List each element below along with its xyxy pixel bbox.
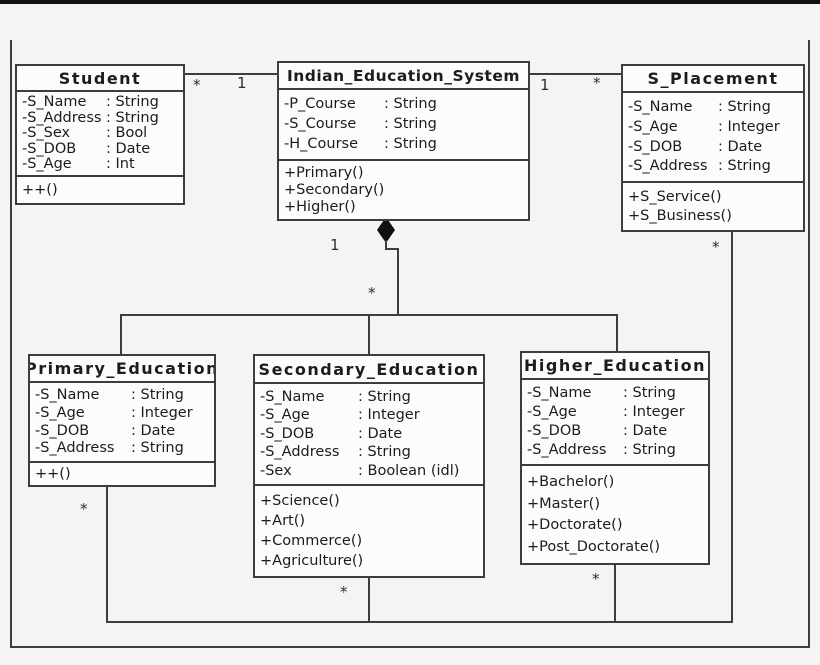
methods-section: +Science() +Art() +Commerce() +Agricultu… <box>255 486 483 576</box>
assoc-ies-placement-line <box>530 73 621 75</box>
attribute-row: -S_Name: String <box>527 385 676 402</box>
method-row: ++() <box>22 181 58 198</box>
attributes-section: -S_Name: String -S_Age: Integer -S_DOB: … <box>255 384 483 486</box>
method-row: +S_Business() <box>628 207 732 224</box>
class-box-indian-education-system: Indian_Education_System -P_Course: Strin… <box>277 61 530 221</box>
multiplicity-label: * <box>193 76 201 94</box>
attribute-row: -S_Name: String <box>35 387 184 404</box>
trunk-drop-secondary <box>368 314 370 355</box>
method-row: +Agriculture() <box>260 552 364 569</box>
composition-drop-segment <box>397 248 399 316</box>
attribute-row: -S_Course: String <box>284 116 437 133</box>
attribute-row: -S_Address: String <box>527 442 676 459</box>
attributes-section: -P_Course: String -S_Course: String -H_C… <box>279 90 528 161</box>
trunk-drop-primary <box>120 314 122 355</box>
attribute-row: -S_DOB: Date <box>527 423 668 440</box>
class-box-secondary-education: Secondary_Education -S_Name: String -S_A… <box>253 354 485 578</box>
attribute-row: -S_Sex: Bool <box>22 125 148 142</box>
method-row: +Science() <box>260 492 340 509</box>
method-row: +Master() <box>527 495 600 512</box>
bottom-connector-line <box>106 621 733 623</box>
attribute-row: -S_DOB: Date <box>35 422 176 439</box>
assoc-student-ies-line <box>185 73 277 75</box>
method-row: +Secondary() <box>284 181 385 198</box>
method-row: +Bachelor() <box>527 474 615 490</box>
method-row: +Doctorate() <box>527 517 623 533</box>
attributes-section: -S_Name: String -S_Age: Integer -S_DOB: … <box>30 383 214 463</box>
multiplicity-label: * <box>712 238 720 256</box>
attribute-row: -S_DOB: Date <box>260 425 403 442</box>
attribute-row: -S_Age: Integer <box>35 404 193 421</box>
method-row: +Higher() <box>284 198 356 215</box>
multiplicity-label: * <box>593 74 601 92</box>
multiplicity-label: * <box>340 583 348 601</box>
class-title: S_Placement <box>623 66 803 93</box>
method-row: +S_Service() <box>628 188 722 205</box>
attribute-row: -Sex: Boolean (idl) <box>260 462 460 479</box>
trunk-drop-higher <box>616 314 618 352</box>
method-row: ++() <box>35 465 71 482</box>
methods-section: ++() <box>30 463 214 485</box>
frame-right-line <box>808 40 810 648</box>
method-row: +Art() <box>260 512 306 529</box>
link-secondary-vline <box>368 578 370 623</box>
top-border-bar <box>0 0 820 4</box>
method-row: +Primary() <box>284 164 364 181</box>
attribute-row: -S_Name: String <box>628 99 771 116</box>
methods-section: ++() <box>17 177 183 203</box>
class-title: Higher_Education <box>522 353 708 380</box>
multiplicity-label: 1 <box>540 76 550 94</box>
attribute-row: -S_Address: String <box>22 109 159 126</box>
class-title: Indian_Education_System <box>279 63 528 90</box>
composition-diamond-icon <box>377 217 395 243</box>
attribute-row: -S_Name: String <box>22 94 159 111</box>
class-box-s-placement: S_Placement -S_Name: String -S_Age: Inte… <box>621 64 805 232</box>
attribute-row: -S_DOB: Date <box>22 140 151 157</box>
attribute-row: -S_DOB: Date <box>628 138 763 155</box>
attributes-section: -S_Name: String -S_Address: String -S_Se… <box>17 92 183 177</box>
attributes-section: -S_Name: String -S_Age: Integer -S_DOB: … <box>522 380 708 466</box>
multiplicity-label: * <box>80 500 88 518</box>
attributes-section: -S_Name: String -S_Age: Integer -S_DOB: … <box>623 93 803 183</box>
multiplicity-label: * <box>592 570 600 588</box>
attribute-row: -S_Age: Integer <box>260 407 420 424</box>
multiplicity-label: * <box>368 284 376 302</box>
class-title: Student <box>17 66 183 92</box>
link-placement-vline <box>731 232 733 623</box>
attribute-row: -H_Course: String <box>284 136 437 153</box>
attribute-row: -S_Name: String <box>260 388 411 405</box>
methods-section: +Bachelor() +Master() +Doctorate() +Post… <box>522 466 708 563</box>
methods-section: +Primary() +Secondary() +Higher() <box>279 161 528 219</box>
multiplicity-label: 1 <box>330 236 340 254</box>
attribute-row: -S_Address: String <box>628 158 771 175</box>
attribute-row: -S_Age: Integer <box>527 404 685 421</box>
link-primary-vline <box>106 487 108 623</box>
class-box-student: Student -S_Name: String -S_Address: Stri… <box>15 64 185 205</box>
attribute-row: -S_Age: Integer <box>628 118 780 135</box>
class-title: Secondary_Education <box>255 356 483 384</box>
methods-section: +S_Service() +S_Business() <box>623 183 803 230</box>
attribute-row: -P_Course: String <box>284 96 437 113</box>
frame-bottom-line <box>10 646 810 648</box>
composition-stem-segment <box>385 240 387 250</box>
method-row: +Post_Doctorate() <box>527 538 661 555</box>
composition-jog-segment <box>385 248 399 250</box>
frame-left-line <box>10 40 12 648</box>
multiplicity-label: 1 <box>237 74 247 92</box>
attribute-row: -S_Address: String <box>35 440 184 457</box>
link-higher-vline <box>614 563 616 623</box>
class-box-higher-education: Higher_Education -S_Name: String -S_Age:… <box>520 351 710 565</box>
class-box-primary-education: Primary_Education -S_Name: String -S_Age… <box>28 354 216 487</box>
attribute-row: -S_Address: String <box>260 444 411 461</box>
class-title: Primary_Education <box>30 356 214 383</box>
method-row: +Commerce() <box>260 532 363 549</box>
attribute-row: -S_Age: Int <box>22 156 135 173</box>
